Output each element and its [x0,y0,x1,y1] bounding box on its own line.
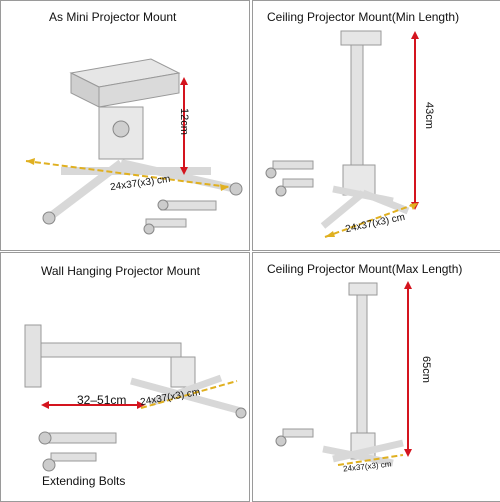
panel-title: As Mini Projector Mount [49,10,177,24]
mini-mount-illustration [25,58,243,235]
panel-title: Wall Hanging Projector Mount [41,264,200,278]
panel-mini-mount: As Mini Projector Mount [0,0,250,251]
extending-bolts-label: Extending Bolts [42,474,126,488]
panel-title: Ceiling Projector Mount(Min Length) [267,10,460,24]
ceiling-max-illustration [275,281,412,467]
panel-ceiling-min: Ceiling Projector Mount(Min Length) [252,0,500,251]
height-label-max: 65cm [420,356,432,383]
wall-mount-illustration [24,324,247,472]
panel-ceiling-max: Ceiling Projector Mount(Max Length) [252,252,500,502]
panel-wall-mount: Wall Hanging Projector Mount [0,252,250,502]
extension-range-label: 32–51cm [77,393,127,407]
panel-title: Ceiling Projector Mount(Max Length) [267,262,463,276]
height-label-mini: 12cm [178,108,190,135]
height-label-min: 43cm [423,102,435,129]
ceiling-min-illustration [265,30,419,238]
